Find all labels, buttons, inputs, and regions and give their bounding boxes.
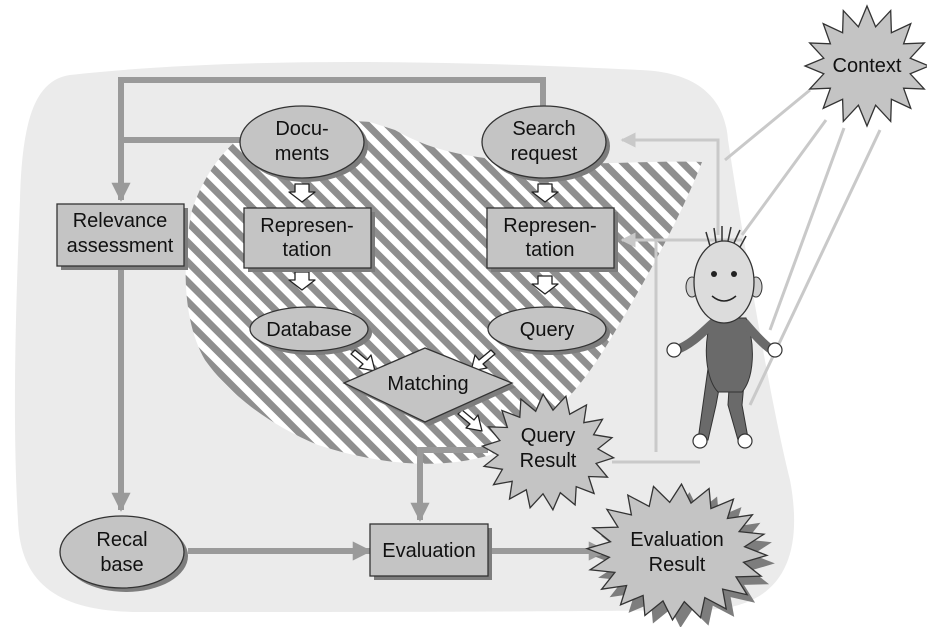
query-result-node: Query Result: [480, 392, 616, 512]
query-result-label-2: Result: [520, 450, 577, 472]
database-node: Database: [249, 306, 372, 355]
representation-query-label-1: Represen-: [503, 215, 596, 237]
recal-base-label-2: base: [100, 554, 143, 576]
relevance-assessment-label-2: assessment: [67, 235, 174, 257]
representation-documents-label-2: tation: [283, 239, 332, 261]
matching-label: Matching: [387, 373, 468, 395]
search-request-label-2: request: [511, 143, 578, 165]
representation-query-node: Represen- tation: [486, 207, 618, 272]
documents-node: Docu- ments: [239, 105, 368, 182]
query-label: Query: [520, 319, 574, 341]
representation-documents-node: Represen- tation: [243, 207, 375, 272]
relevance-assessment-label-1: Relevance: [73, 210, 168, 232]
documents-label-1: Docu-: [275, 118, 328, 140]
relevance-assessment-node: Relevance assessment: [56, 203, 188, 270]
search-request-label-1: Search: [512, 118, 575, 140]
documents-label-2: ments: [275, 143, 329, 165]
query-node: Query: [487, 306, 610, 355]
system-hatched-area: [185, 121, 702, 464]
context-label: Context: [833, 55, 902, 77]
recal-base-label-1: Recal: [96, 529, 147, 551]
database-label: Database: [266, 319, 352, 341]
evaluation-result-label-2: Result: [649, 554, 706, 576]
context-node: Context: [803, 4, 927, 128]
hollow-arrows: [288, 183, 559, 432]
query-result-label-1: Query: [521, 425, 575, 447]
evaluation-label: Evaluation: [382, 540, 475, 562]
representation-documents-label-1: Represen-: [260, 215, 353, 237]
evaluation-node: Evaluation: [369, 523, 492, 580]
evaluation-result-node: Evaluation Result: [585, 482, 775, 627]
evaluation-result-label-1: Evaluation: [630, 529, 723, 551]
person-figure-icon: [666, 226, 783, 449]
search-request-node: Search request: [481, 105, 610, 182]
matching-node: Matching: [342, 347, 516, 426]
recal-base-node: Recal base: [59, 515, 188, 592]
representation-query-label-2: tation: [526, 239, 575, 261]
